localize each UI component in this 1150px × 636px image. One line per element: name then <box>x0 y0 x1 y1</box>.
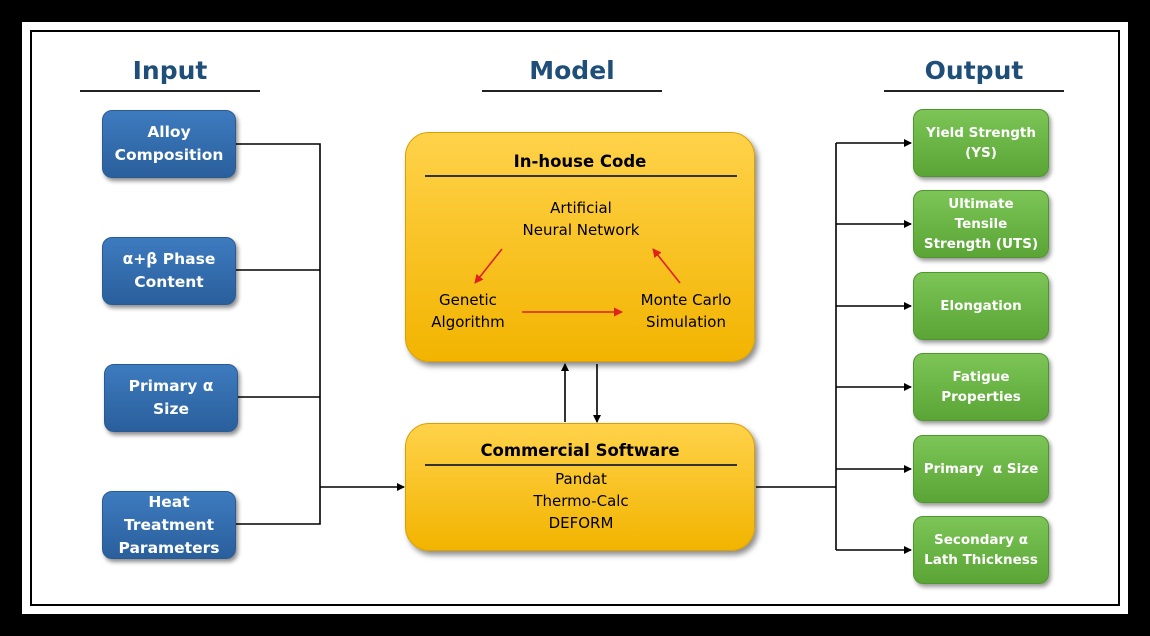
in-house-rule <box>425 175 737 177</box>
output-label: Properties <box>941 389 1021 405</box>
input-label: Content <box>134 273 204 291</box>
output-label: Tensile <box>954 216 1008 232</box>
output-label: Lath Thickness <box>924 552 1038 568</box>
input-label: Size <box>152 400 189 418</box>
input-label: α+β Phase <box>122 250 216 268</box>
commercial-item: DEFORM <box>548 514 614 532</box>
output-label: Secondary α <box>934 532 1028 548</box>
input-label: Primary α <box>128 377 214 395</box>
input-label: Alloy <box>147 123 191 141</box>
mc-line: Monte Carlo <box>640 291 732 309</box>
output-yield-strength: Yield Strength (YS) <box>913 109 1049 177</box>
input-label: Heat <box>148 492 190 511</box>
commercial-rule <box>425 464 737 466</box>
ann-line: Neural Network <box>522 221 640 239</box>
output-primary-alpha-size: Primary α Size <box>913 435 1049 503</box>
heading-output-rule <box>884 90 1064 92</box>
output-label: Yield Strength <box>926 125 1036 141</box>
commercial-items: Pandat Thermo-Calc DEFORM <box>406 468 756 534</box>
arrow-ann-to-ga <box>474 248 503 284</box>
output-label: Ultimate <box>948 196 1014 212</box>
commercial-item: Thermo-Calc <box>533 492 629 510</box>
arrow-mc-to-ann <box>652 248 681 284</box>
output-label: Fatigue <box>952 369 1010 385</box>
output-label: Elongation <box>940 298 1022 314</box>
commercial-title: Commercial Software <box>480 441 680 460</box>
heading-output: Output <box>924 56 1024 85</box>
ga-line: Genetic <box>439 291 497 309</box>
output-secondary-lath: Secondary α Lath Thickness <box>913 516 1049 584</box>
output-label: Primary α Size <box>923 461 1039 477</box>
output-label: (YS) <box>965 145 997 161</box>
heading-model: Model <box>529 56 615 85</box>
ga-line: Algorithm <box>431 313 505 331</box>
input-label: Composition <box>114 146 224 164</box>
commercial-software-box: Commercial Software Pandat Thermo-Calc D… <box>405 423 755 551</box>
connector-heat <box>236 487 321 525</box>
input-primary-alpha-size: Primary α Size <box>104 364 238 432</box>
output-label: Strength (UTS) <box>923 236 1039 252</box>
diagram-border <box>30 30 1120 606</box>
heading-input: Input <box>132 56 208 85</box>
connector-alloy <box>236 143 321 487</box>
commercial-item: Pandat <box>555 470 607 488</box>
in-house-title: In-house Code <box>513 152 647 171</box>
mc-line: Simulation <box>646 313 726 331</box>
input-label: Treatment <box>123 515 214 534</box>
ann-line: Artificial <box>550 199 612 217</box>
heading-model-rule <box>482 90 662 92</box>
output-elongation: Elongation <box>913 272 1049 340</box>
input-label: Parameters <box>118 538 220 557</box>
heading-input-rule <box>80 90 260 92</box>
